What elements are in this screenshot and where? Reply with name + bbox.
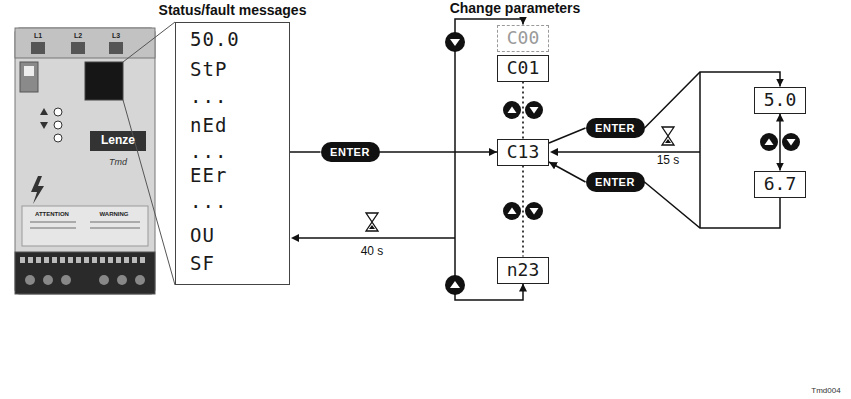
section-heading: Change parameters: [450, 0, 581, 16]
display-text: 5.0: [764, 90, 797, 110]
terminal-name: L2: [74, 32, 82, 40]
warning-text-lines: [30, 227, 76, 229]
key-symbol: [40, 108, 48, 115]
code-display: C13: [497, 139, 549, 166]
control-terminal-strip: [15, 252, 155, 294]
product-name: Tmd: [109, 157, 127, 167]
key: [54, 121, 62, 129]
timeout-return-arrow: [291, 234, 455, 242]
status-message: ...: [190, 190, 227, 212]
timeout-label: 15 s: [657, 154, 680, 168]
warning-text-lines: [90, 227, 140, 229]
status-message: StP: [190, 58, 227, 80]
terminal-screws: [25, 275, 145, 285]
connector: [522, 82, 524, 139]
code-display: C01: [497, 55, 549, 82]
warning-heading: ATTENTION: [35, 211, 69, 218]
status-message: SF: [190, 252, 215, 274]
terminal: [109, 42, 123, 54]
key-name: ENTER: [595, 175, 635, 189]
display-text: C01: [507, 58, 540, 78]
timeout-label: 40 s: [361, 245, 384, 259]
code-display: C00: [497, 25, 549, 52]
panel-heading: Status/fault messages: [159, 2, 307, 19]
hourglass-icon: [366, 213, 378, 231]
connector: [380, 151, 498, 153]
terminal-name: L1: [34, 32, 42, 40]
down-key-symbol: [445, 32, 465, 52]
status-message: 50.0: [190, 28, 240, 50]
terminal-holes: [20, 257, 145, 263]
warning-panel: [22, 206, 148, 246]
brand-badge: [90, 131, 146, 151]
switch-lever: [24, 66, 34, 76]
terminal: [31, 42, 45, 54]
connector: [290, 151, 321, 153]
down-key-symbol: [525, 202, 543, 220]
value-display: 6.7: [754, 171, 806, 198]
display-text: C00: [507, 28, 540, 48]
connector: [549, 162, 586, 182]
status-message: ...: [190, 140, 227, 162]
enter-key: ENTER: [321, 142, 380, 162]
figure-id: Tmd004: [811, 386, 840, 395]
warning-text-lines: [30, 221, 76, 223]
enter-key: ENTER: [586, 118, 645, 138]
status-message: OU: [190, 224, 215, 246]
up-key-symbol: [503, 202, 521, 220]
up-key-symbol: [445, 275, 465, 295]
warning-heading: WARNING: [100, 211, 129, 218]
status-message: EEr: [190, 164, 227, 186]
value-display: 5.0: [754, 87, 806, 114]
up-key-symbol: [503, 101, 521, 119]
drive-housing: [15, 28, 155, 294]
display-text: 6.7: [764, 174, 797, 194]
terminal: [71, 42, 85, 54]
warning-text-lines: [90, 221, 140, 223]
up-key-symbol: [760, 133, 778, 151]
key: [54, 134, 62, 142]
enter-key: ENTER: [586, 172, 645, 192]
zoom-line: [123, 100, 175, 285]
terminal-name: L3: [112, 32, 120, 40]
message-panel: Status/fault messages50.0StP...nEd...EEr…: [175, 22, 290, 285]
down-key-symbol: [525, 101, 543, 119]
zoom-line: [123, 22, 175, 62]
lightning-symbol: [31, 176, 44, 204]
key-symbol: [40, 122, 48, 129]
key-name: ENTER: [330, 145, 370, 159]
code-display: n23: [497, 257, 549, 284]
drive-illustration: [15, 28, 155, 294]
display-window: [85, 62, 123, 100]
status-message: ...: [190, 85, 227, 107]
switch: [20, 62, 38, 92]
value-loop-line: [699, 72, 701, 228]
status-message: nEd: [190, 114, 227, 136]
connector: [549, 128, 586, 143]
display-text: C13: [507, 142, 540, 162]
brand-name: Lenze: [101, 134, 135, 148]
key-name: ENTER: [595, 121, 635, 135]
down-key-symbol: [782, 133, 800, 151]
display-text: n23: [507, 260, 540, 280]
hourglass-icon: [662, 127, 674, 145]
key: [54, 108, 62, 116]
connector: [522, 166, 524, 257]
connector: [779, 114, 781, 171]
